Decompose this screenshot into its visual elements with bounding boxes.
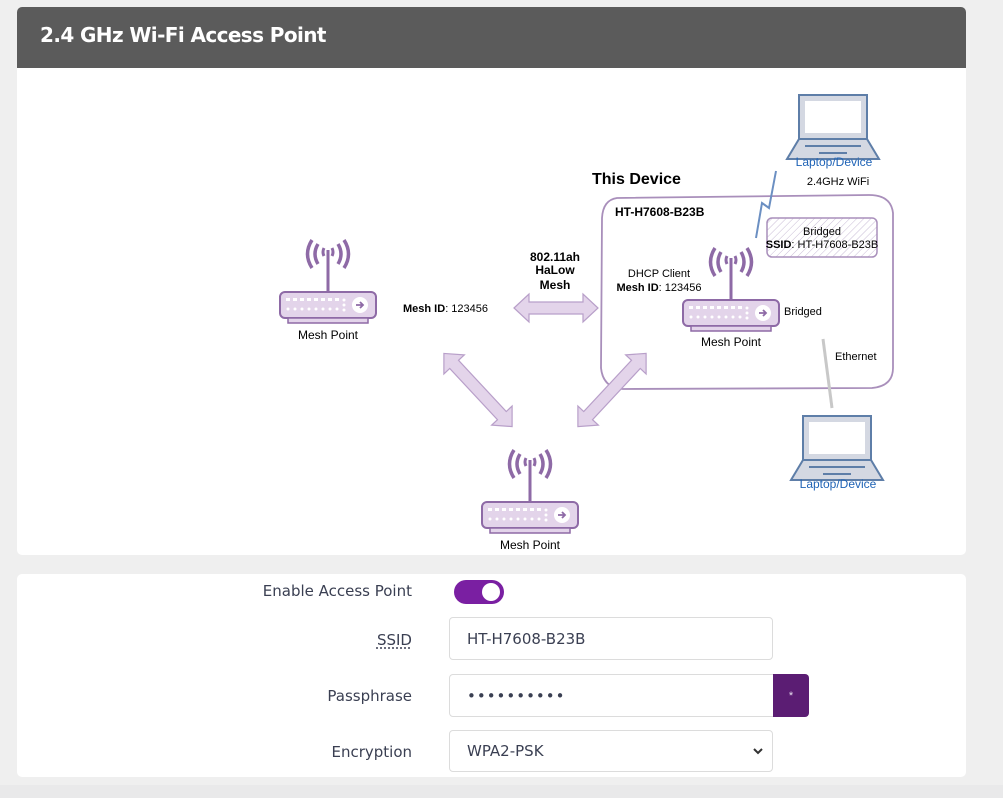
encryption-selected: WPA2-PSK	[467, 742, 544, 760]
ssid-input[interactable]: HT-H7608-B23B	[449, 617, 773, 660]
router-icon-left	[278, 238, 378, 325]
laptop-icon-top	[786, 94, 880, 160]
local-mesh-id: Mesh ID: 123456	[616, 282, 701, 294]
enable-ap-label: Enable Access Point	[262, 582, 412, 600]
encryption-label: Encryption	[331, 743, 412, 761]
halow-label-3: Mesh	[540, 278, 571, 292]
mesh-link-arrow-right	[577, 352, 647, 428]
this-device-label: This Device	[592, 171, 681, 188]
next-section-edge	[0, 785, 1003, 798]
page-title: 2.4 GHz Wi-Fi Access Point	[40, 23, 326, 47]
ap-settings-form: Enable Access Point SSID HT-H7608-B23B P…	[17, 574, 966, 777]
halow-label-1: 802.11ah	[530, 250, 580, 264]
laptop-icon-bottom	[790, 415, 884, 481]
bridged-label: Bridged	[784, 306, 822, 318]
enable-ap-toggle[interactable]	[454, 580, 504, 604]
ethernet-cable	[821, 338, 834, 409]
ethernet-label: Ethernet	[835, 351, 877, 363]
ssid-label: SSID	[376, 631, 412, 649]
bridged-ssid-box	[766, 217, 878, 258]
dhcp-client-label: DHCP Client	[628, 268, 690, 280]
passphrase-label: Passphrase	[327, 687, 412, 705]
wifi-label: 2.4GHz WiFi	[807, 176, 869, 188]
mesh-link-arrow-left	[443, 352, 513, 428]
encryption-select[interactable]: WPA2-PSK	[449, 730, 773, 772]
left-node-label: Mesh Point	[298, 328, 359, 342]
show-password-button[interactable]: *	[773, 674, 809, 717]
bridged-box-ssid: SSID: HT-H7608-B23B	[766, 239, 879, 251]
laptop-bottom-label: Laptop/Device	[800, 477, 877, 491]
hostname-label: HT-H7608-B23B	[615, 205, 705, 219]
laptop-top-label: Laptop/Device	[796, 155, 873, 169]
wireless-link-icon	[755, 170, 777, 239]
page-header: 2.4 GHz Wi-Fi Access Point	[17, 7, 966, 68]
asterisk-icon: *	[788, 689, 794, 702]
passphrase-input[interactable]: ••••••••••	[449, 674, 774, 717]
chevron-down-icon	[753, 748, 763, 755]
halow-label-2: HaLow	[535, 263, 575, 277]
remote-mesh-id: Mesh ID: 123456	[403, 303, 488, 315]
bottom-node-label: Mesh Point	[500, 538, 561, 552]
router-icon-bottom	[480, 448, 580, 535]
halow-link-arrow	[513, 292, 599, 324]
this-device-boundary	[600, 194, 894, 390]
network-diagram: This Device HT-H7608-B23B Laptop/Device …	[17, 68, 966, 555]
toggle-knob	[482, 583, 500, 601]
bridged-box-label: Bridged	[803, 226, 841, 238]
local-node-label: Mesh Point	[701, 335, 762, 349]
